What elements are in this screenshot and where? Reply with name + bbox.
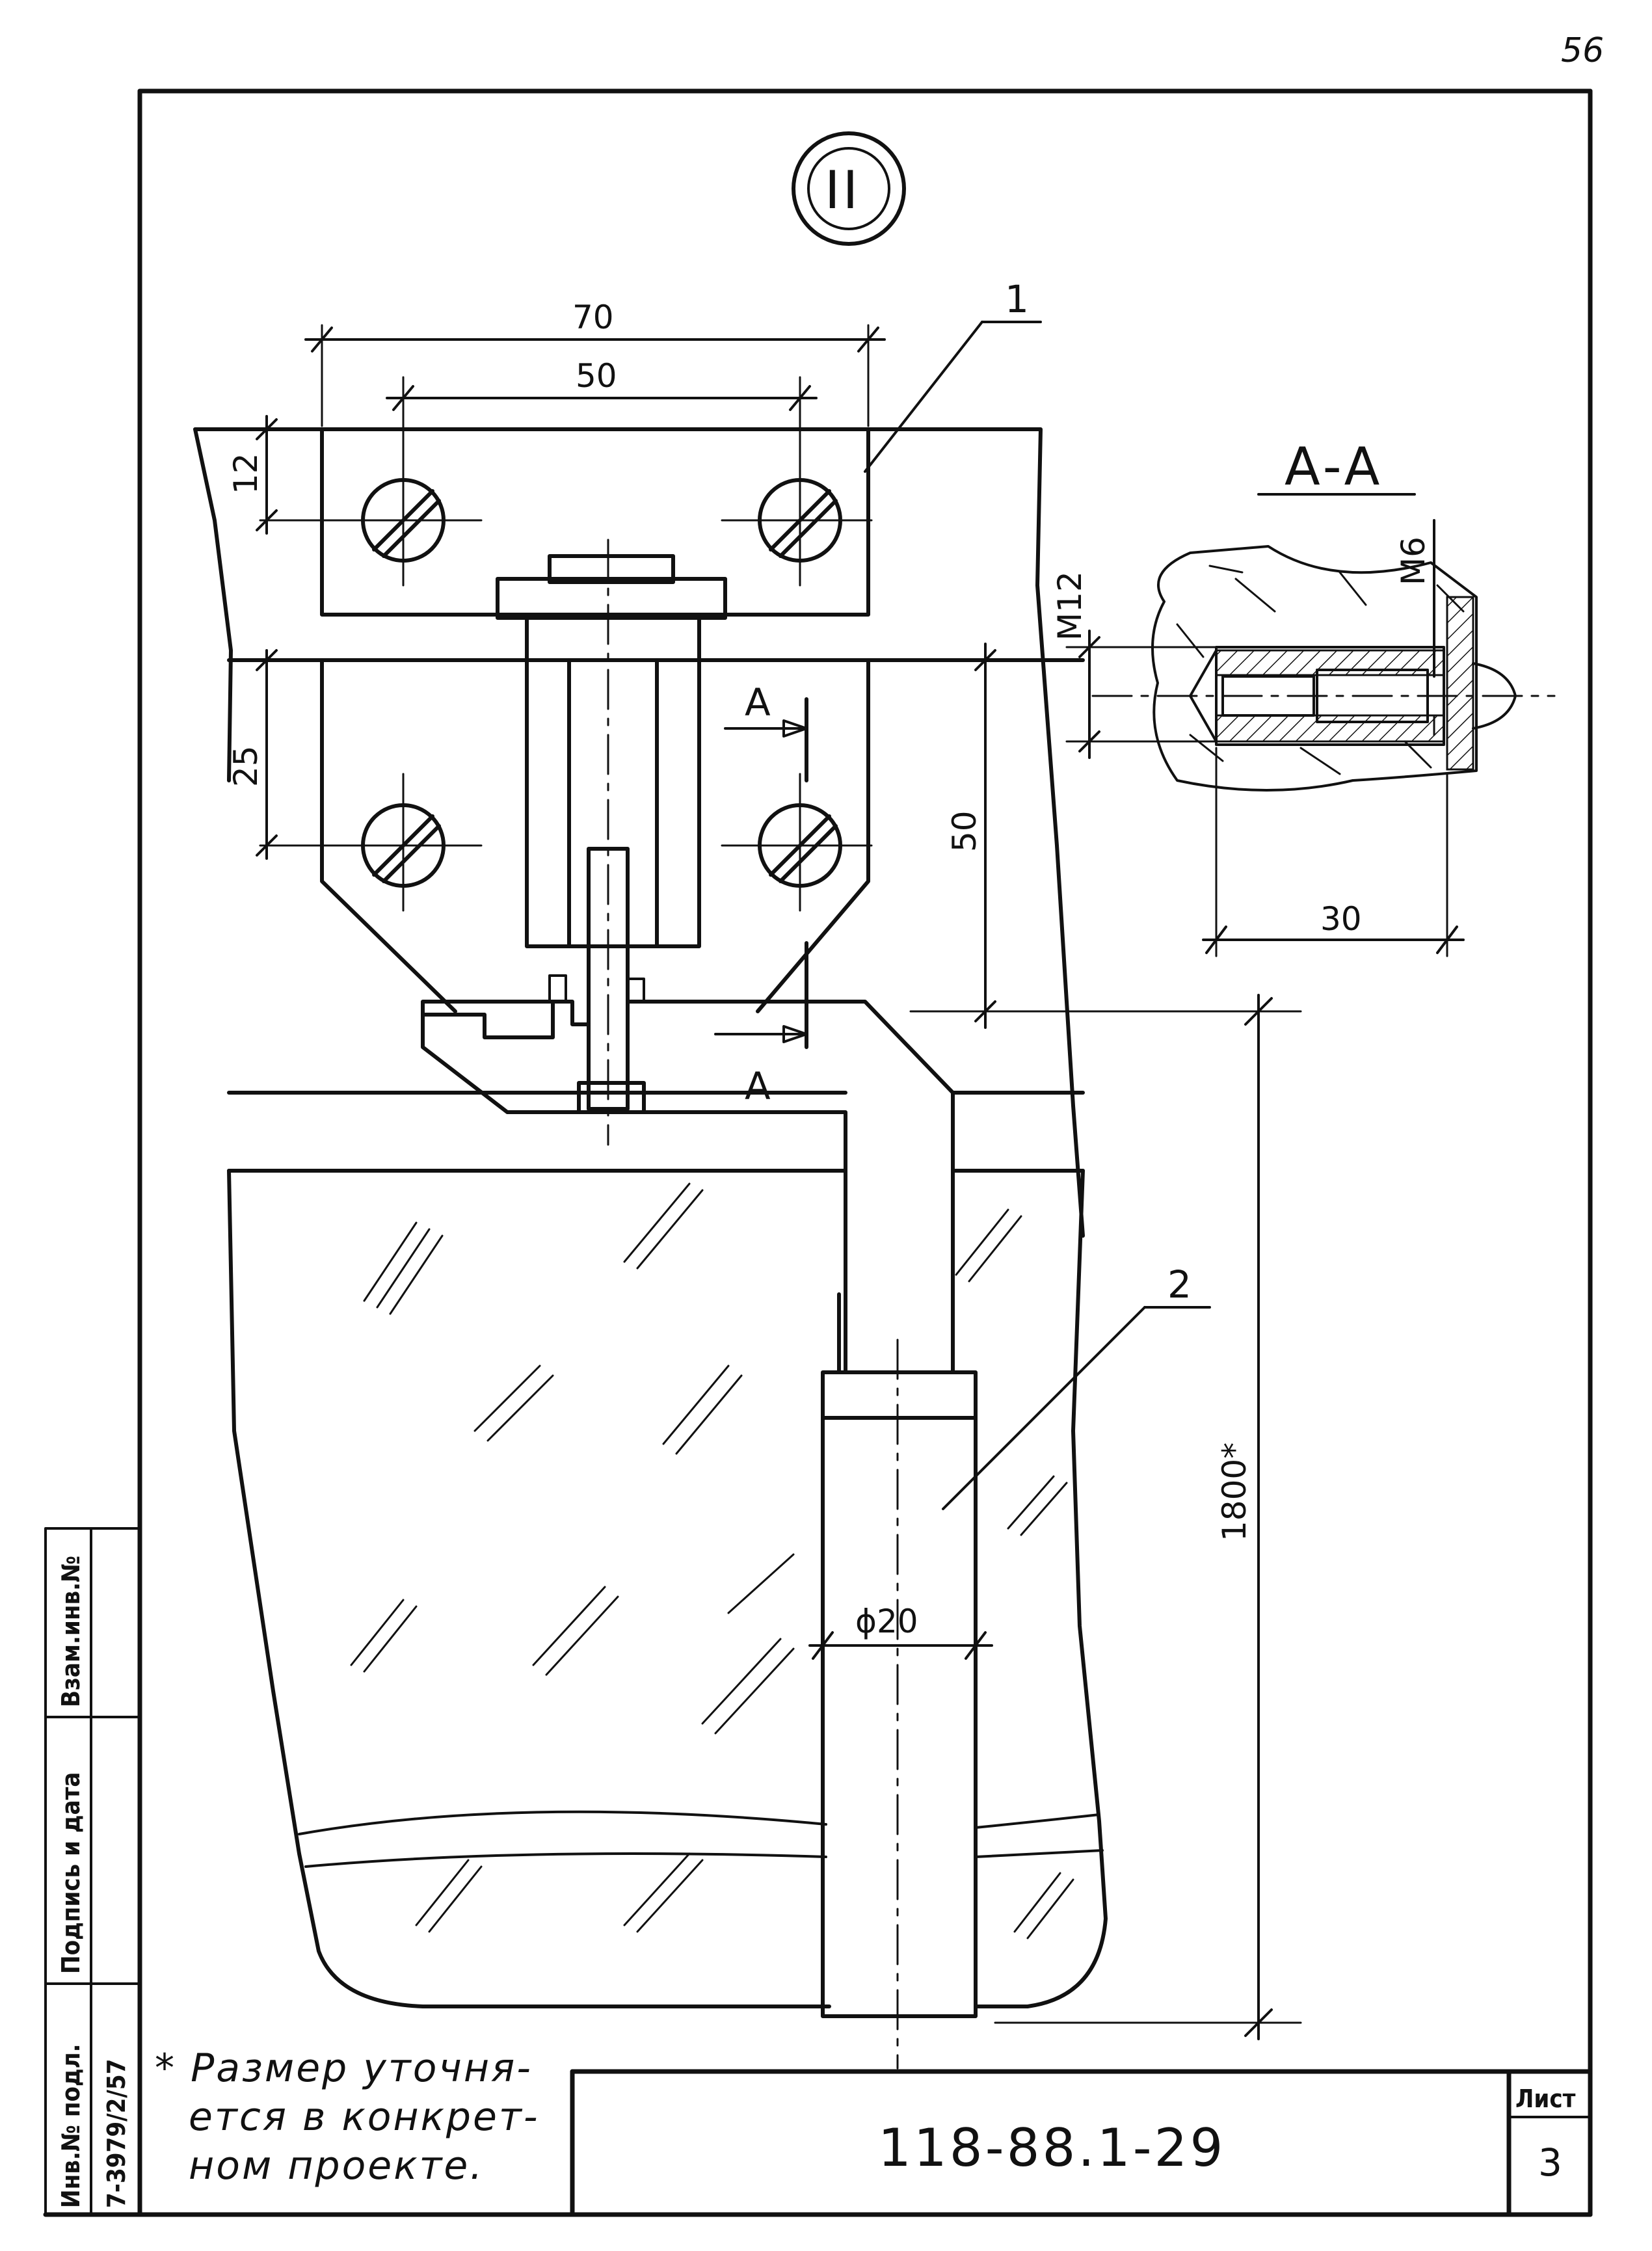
section-marks: А А (714, 680, 808, 1108)
glass-shading (350, 1182, 1074, 1939)
dimension-50-top: 50 (386, 357, 818, 457)
anchor-sleeve-hatch-top (1215, 649, 1445, 676)
dim-m12-label: М12 (1051, 571, 1089, 641)
dim-70-label: 70 (572, 299, 614, 336)
section-mark-bottom: А (745, 1064, 771, 1108)
dimension-70: 70 (304, 299, 886, 427)
callout-1-label: 1 (1005, 277, 1029, 321)
stamp-inv-value: 7-3979/2/57 (102, 2059, 131, 2208)
dimension-12: 12 (227, 415, 326, 535)
anchor-sleeve-hatch-bottom (1215, 714, 1445, 743)
sheet-frame (43, 88, 1593, 2217)
dim-30-label: 30 (1320, 900, 1362, 938)
dimension-50-side: 50 (870, 643, 1016, 1029)
dim-50-top-label: 50 (576, 357, 617, 395)
lower-bracket (259, 539, 873, 1146)
footnote: * Размер уточня- ется в конкрет- ном про… (155, 2045, 539, 2189)
glass-panel (227, 1169, 1108, 2008)
callout-2-label: 2 (1167, 1262, 1192, 1307)
footnote-line-2: ется в конкрет- (189, 2094, 539, 2140)
stamp-inv-no-orig: Инв.№ подл. (57, 2044, 85, 2208)
dim-m6-label: М6 (1394, 537, 1432, 585)
dim-phi20-label: ϕ20 (855, 1603, 918, 1640)
dim-25-label: 25 (227, 745, 265, 787)
document-code: 118-88.1-29 (878, 2118, 1225, 2178)
page-number: 56 (1561, 31, 1604, 70)
rod (821, 1339, 978, 2070)
stamp-signature-date: Подпись и дата (57, 1772, 85, 1974)
title-block: Лист 3 118-88.1-29 (570, 2069, 1593, 2217)
view-marker-label: II (825, 160, 860, 220)
callout-1: 1 (864, 277, 1042, 473)
upper-plate (259, 427, 873, 620)
dimension-1800: 1800* (916, 994, 1302, 2040)
sheet-number: 3 (1538, 2140, 1562, 2185)
dim-1800-label: 1800* (1216, 1443, 1253, 1541)
dimension-phi20: ϕ20 (808, 1603, 993, 1660)
section-a-a: А-А М12 М6 30 (1051, 436, 1556, 957)
side-stamp: Взам.инв.№ Подпись и дата Инв.№ подл. 7-… (44, 1527, 141, 2216)
section-mark-top: А (745, 680, 771, 725)
view-marker: II (792, 131, 906, 246)
stamp-replaces-inv: Взам.инв.№ (57, 1556, 85, 1707)
dimension-25: 25 (227, 649, 278, 860)
section-title: А-А (1285, 436, 1382, 497)
sheet-label: Лист (1515, 2085, 1576, 2113)
dim-50-side-label: 50 (946, 810, 983, 852)
rod-holder (421, 974, 955, 1374)
callout-2: 2 (942, 1262, 1211, 1510)
footnote-line-3: ном проекте. (189, 2143, 484, 2189)
wall-plate-hatch (1446, 596, 1474, 771)
footnote-line-1: * Размер уточня- (155, 2045, 533, 2091)
dim-12-label: 12 (227, 453, 265, 494)
